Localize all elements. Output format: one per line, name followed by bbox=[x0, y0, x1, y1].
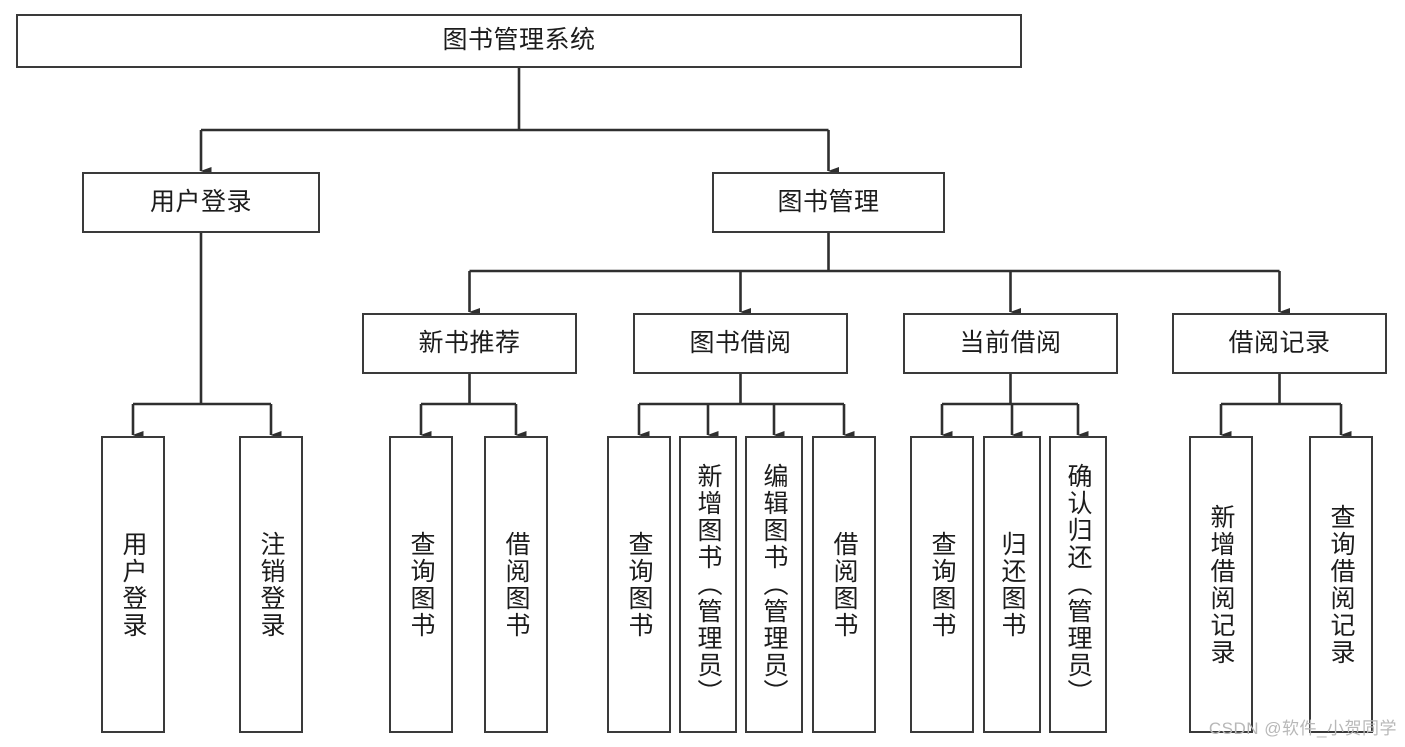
node-leaf-6[interactable]: 新增图书（管理员） bbox=[679, 436, 737, 733]
watermark-text: CSDN @软件_小贺同学 bbox=[1208, 719, 1397, 738]
node-label: 编辑图书（管理员） bbox=[760, 463, 788, 706]
node-label: 查询借阅记录 bbox=[1327, 503, 1355, 666]
node-leaf-12[interactable]: 新增借阅记录 bbox=[1189, 436, 1253, 733]
node-label: 图书管理系统 bbox=[442, 26, 596, 55]
node-label: 查询图书 bbox=[928, 530, 956, 639]
node-leaf-8[interactable]: 借阅图书 bbox=[812, 436, 876, 733]
node-label: 借阅图书 bbox=[502, 530, 530, 639]
node-label: 当前借阅 bbox=[959, 328, 1062, 357]
node-label: 图书管理 bbox=[777, 187, 880, 216]
node-label: 新增借阅记录 bbox=[1207, 503, 1235, 666]
node-newbooks[interactable]: 新书推荐 bbox=[362, 313, 577, 374]
node-current[interactable]: 当前借阅 bbox=[903, 313, 1118, 374]
node-label: 图书借阅 bbox=[689, 328, 792, 357]
node-records[interactable]: 借阅记录 bbox=[1172, 313, 1387, 374]
node-leaf-10[interactable]: 归还图书 bbox=[983, 436, 1041, 733]
node-leaf-3[interactable]: 查询图书 bbox=[389, 436, 453, 733]
node-leaf-1[interactable]: 用户登录 bbox=[101, 436, 165, 733]
node-root[interactable]: 图书管理系统 bbox=[16, 14, 1022, 68]
node-label: 借阅图书 bbox=[830, 530, 858, 639]
node-label: 用户登录 bbox=[119, 530, 147, 639]
node-label: 借阅记录 bbox=[1228, 328, 1331, 357]
node-label: 查询图书 bbox=[407, 530, 435, 639]
node-leaf-2[interactable]: 注销登录 bbox=[239, 436, 303, 733]
node-borrow[interactable]: 图书借阅 bbox=[633, 313, 848, 374]
node-label: 新增图书（管理员） bbox=[694, 463, 722, 706]
node-login[interactable]: 用户登录 bbox=[82, 172, 320, 233]
node-leaf-4[interactable]: 借阅图书 bbox=[484, 436, 548, 733]
node-leaf-7[interactable]: 编辑图书（管理员） bbox=[745, 436, 803, 733]
node-leaf-5[interactable]: 查询图书 bbox=[607, 436, 671, 733]
node-label: 查询图书 bbox=[625, 530, 653, 639]
node-label: 新书推荐 bbox=[418, 328, 521, 357]
node-leaf-11[interactable]: 确认归还（管理员） bbox=[1049, 436, 1107, 733]
node-label: 归还图书 bbox=[998, 530, 1026, 639]
node-label: 确认归还（管理员） bbox=[1064, 463, 1092, 706]
node-leaf-13[interactable]: 查询借阅记录 bbox=[1309, 436, 1373, 733]
node-label: 注销登录 bbox=[257, 530, 285, 639]
node-bookmgmt[interactable]: 图书管理 bbox=[712, 172, 945, 233]
node-leaf-9[interactable]: 查询图书 bbox=[910, 436, 974, 733]
node-label: 用户登录 bbox=[149, 187, 252, 216]
